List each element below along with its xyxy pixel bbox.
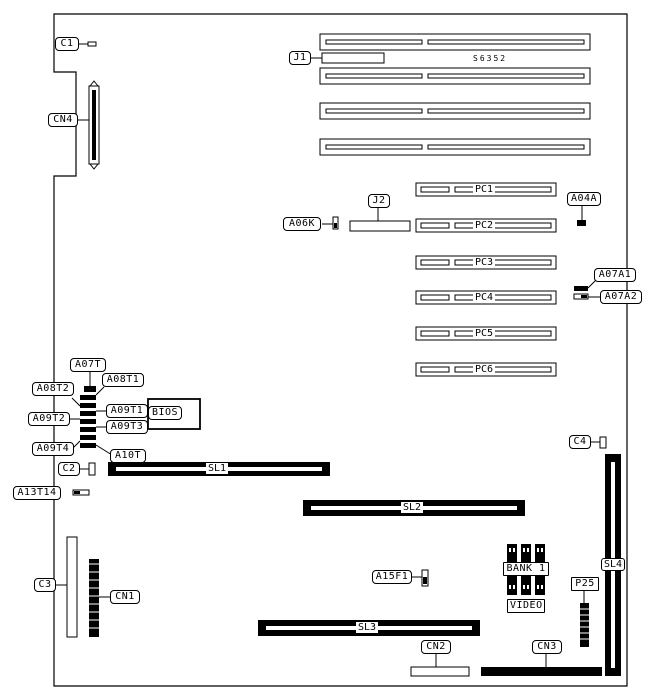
a15f1-jumper — [412, 569, 429, 587]
p25-header — [580, 591, 589, 647]
pc3-label: PC3 — [473, 257, 496, 268]
pc1-label: PC1 — [473, 184, 496, 195]
a04a-label: A04A — [567, 192, 601, 206]
a09t2-label: A09T2 — [28, 412, 70, 426]
cn1-header — [89, 559, 110, 637]
top-slots — [319, 33, 591, 156]
a10t-label: A10T — [110, 449, 146, 463]
c4-label: C4 — [569, 435, 591, 449]
c1-label: C1 — [55, 37, 79, 51]
cn2-label: CN2 — [421, 640, 451, 654]
cn1-label: CN1 — [110, 590, 140, 604]
a07t-label: A07T — [70, 358, 106, 372]
c4-capacitor — [599, 436, 607, 449]
bank1-label: BANK 1 — [503, 562, 549, 576]
sl1-label: SL1 — [206, 463, 229, 474]
j1-label: J1 — [289, 51, 311, 65]
bios-label: BIOS — [148, 406, 182, 420]
a07a-jumpers — [573, 279, 600, 300]
sl4-label: SL4 — [601, 558, 626, 571]
cn3-label: CN3 — [532, 640, 562, 654]
a06k-label: A06K — [283, 217, 321, 231]
board-id-label: S6352 — [473, 54, 508, 63]
a09t4-label: A09T4 — [32, 442, 74, 456]
pc5-label: PC5 — [473, 328, 496, 339]
pc-slots — [415, 182, 557, 377]
j1-header — [321, 52, 385, 64]
a08t1-label: A08T1 — [102, 373, 144, 387]
a09t3-label: A09T3 — [106, 420, 148, 434]
a07a1-label: A07A1 — [594, 268, 636, 282]
p25-label: P25 — [571, 577, 599, 591]
a07a2-label: A07A2 — [600, 290, 642, 304]
a13t14-jumper — [72, 489, 90, 496]
pc2-label: PC2 — [473, 220, 496, 231]
c2-label: C2 — [58, 462, 80, 476]
video-label: VIDEO — [507, 599, 545, 613]
sl2-label: SL2 — [401, 502, 424, 513]
a08t2-label: A08T2 — [32, 382, 74, 396]
board-outline — [53, 13, 628, 687]
j2-header — [349, 220, 411, 232]
cn4-label: CN4 — [48, 113, 78, 127]
sl3-label: SL3 — [356, 622, 379, 633]
a15f1-label: A15F1 — [372, 570, 412, 584]
cn4-connector — [78, 80, 100, 170]
c2-capacitor — [88, 462, 96, 476]
c1-capacitor — [87, 41, 97, 47]
pc4-label: PC4 — [473, 292, 496, 303]
bank1-video-jumpers — [507, 544, 545, 595]
c3-label: C3 — [34, 578, 56, 592]
a13t14-label: A13T14 — [13, 486, 61, 500]
j2-label: J2 — [368, 194, 390, 208]
cn2-connector — [410, 666, 470, 677]
cn3-connector — [481, 654, 602, 676]
a09t1-label: A09T1 — [106, 404, 148, 418]
c3-capacitor — [66, 536, 78, 638]
pc6-label: PC6 — [473, 364, 496, 375]
a04a-jumper — [577, 220, 586, 226]
